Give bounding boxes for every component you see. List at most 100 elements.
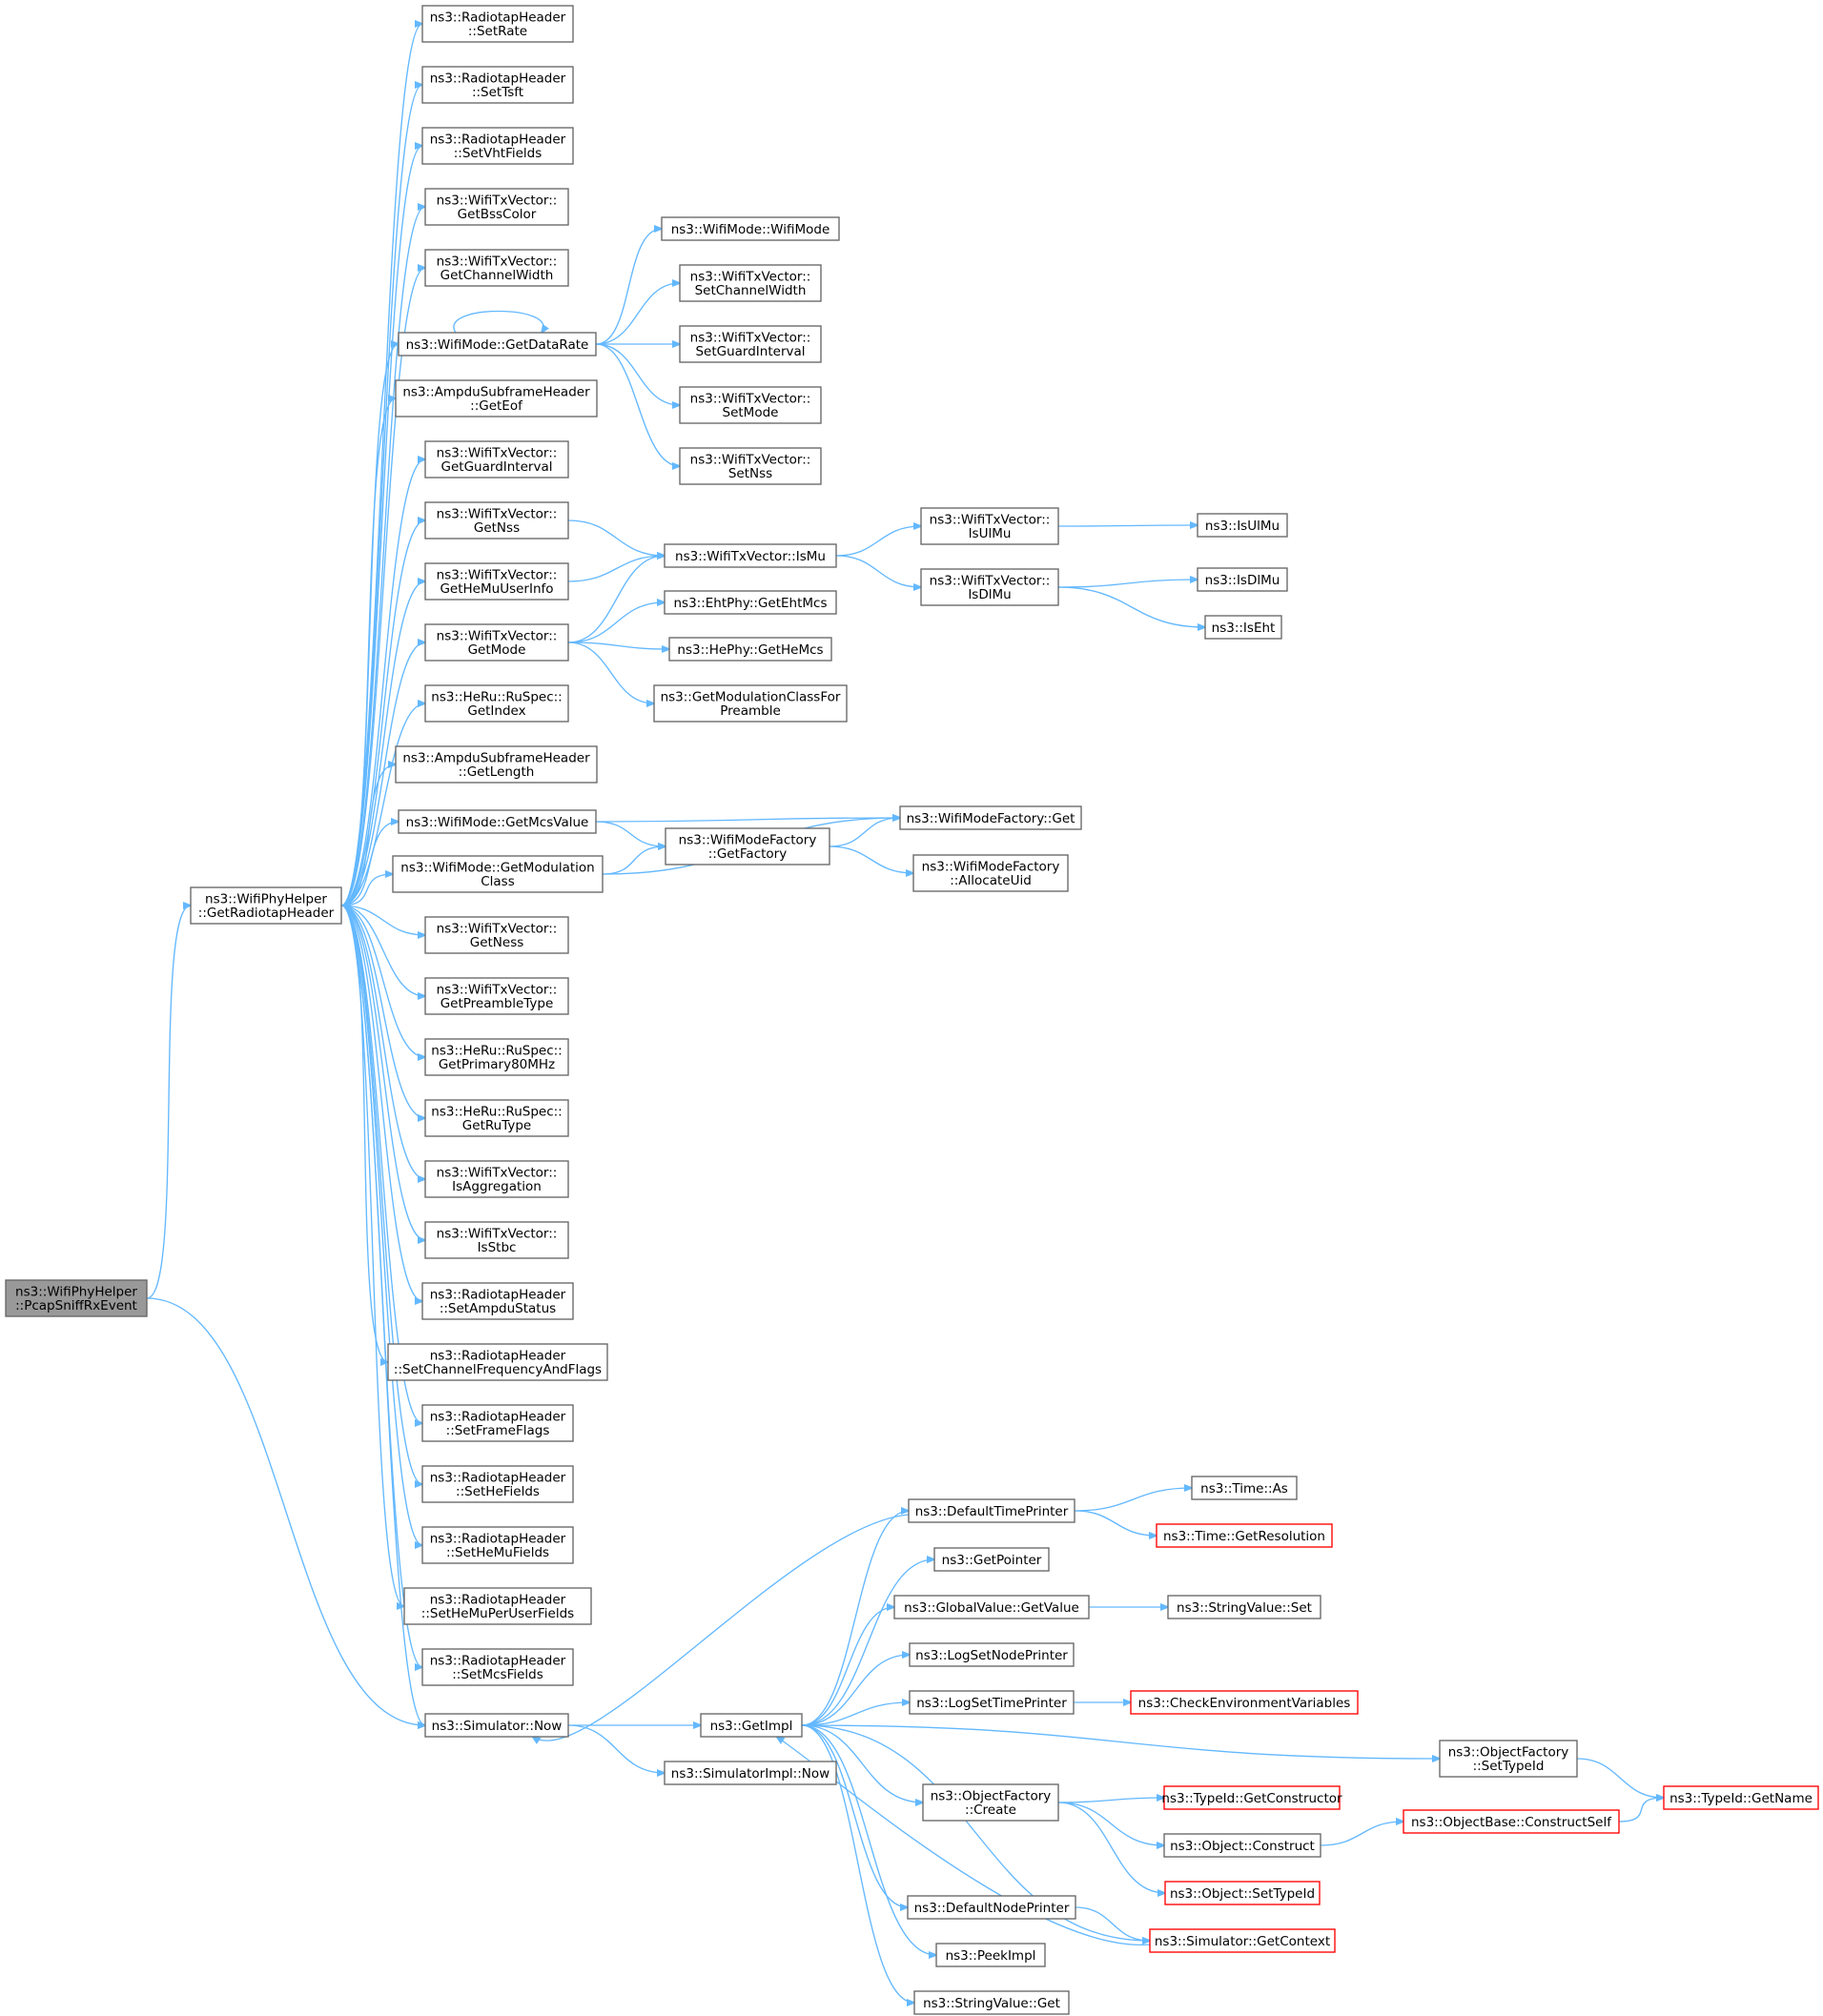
node-wmfget[interactable]: ns3::WifiModeFactory::Get xyxy=(899,805,1082,830)
node-ofsettid[interactable]: ns3::ObjectFactory::SetTypeId xyxy=(1439,1740,1578,1778)
node-settsft[interactable]: ns3::RadiotapHeader::SetTsft xyxy=(421,66,574,104)
node-lstp[interactable]: ns3::LogSetTimePrinter xyxy=(909,1690,1075,1715)
node-isdlmu[interactable]: ns3::IsDlMu xyxy=(1197,567,1288,592)
node-p80[interactable]: ns3::HeRu::RuSpec::GetPrimary80MHz xyxy=(424,1038,569,1076)
node-mcsf[interactable]: ns3::RadiotapHeader::SetMcsFields xyxy=(421,1648,574,1686)
node-ehtmcs[interactable]: ns3::EhtPhy::GetEhtMcs xyxy=(664,590,837,615)
node-hemupu[interactable]: ns3::RadiotapHeader::SetHeMuPerUserField… xyxy=(403,1587,592,1625)
node-setvht[interactable]: ns3::RadiotapHeader::SetVhtFields xyxy=(421,127,574,165)
node-rut[interactable]: ns3::HeRu::RuSpec::GetRuType xyxy=(424,1099,569,1137)
node-gidx[interactable]: ns3::HeRu::RuSpec::GetIndex xyxy=(424,684,569,723)
node-chw[interactable]: ns3::WifiTxVector::GetChannelWidth xyxy=(424,249,569,287)
node-svset[interactable]: ns3::StringValue::Set xyxy=(1167,1595,1321,1619)
node-iseht[interactable]: ns3::IsEht xyxy=(1204,615,1282,640)
node-gmode[interactable]: ns3::WifiTxVector::GetMode xyxy=(424,623,569,662)
node-box xyxy=(421,1404,574,1442)
node-chfreq[interactable]: ns3::RadiotapHeader::SetChannelFrequency… xyxy=(387,1343,608,1381)
node-lsnp[interactable]: ns3::LogSetNodePrinter xyxy=(909,1642,1075,1667)
edge-getimpl-to-getptr xyxy=(801,1559,934,1726)
edge-ofcreate-to-objcon xyxy=(1057,1802,1164,1845)
node-cev[interactable]: ns3::CheckEnvironmentVariables xyxy=(1130,1690,1359,1715)
node-label: ns3::AmpduSubframeHeader xyxy=(402,751,590,766)
node-objcon[interactable]: ns3::Object::Construct xyxy=(1163,1833,1321,1858)
node-dtp[interactable]: ns3::DefaultTimePrinter xyxy=(908,1498,1075,1523)
node-setrate[interactable]: ns3::RadiotapHeader::SetRate xyxy=(421,5,574,43)
node-sgi[interactable]: ns3::WifiTxVector::SetGuardInterval xyxy=(679,325,822,363)
node-dnp[interactable]: ns3::DefaultNodePrinter xyxy=(907,1895,1076,1920)
node-simimplnow[interactable]: ns3::SimulatorImpl::Now xyxy=(664,1761,837,1785)
node-label: GetPrimary80MHz xyxy=(439,1057,555,1072)
node-objstid[interactable]: ns3::Object::SetTypeId xyxy=(1164,1881,1321,1905)
node-box xyxy=(398,332,597,356)
node-box xyxy=(664,543,837,568)
node-eof[interactable]: ns3::AmpduSubframeHeader::GetEof xyxy=(395,379,598,417)
node-getptr[interactable]: ns3::GetPointer xyxy=(933,1547,1050,1572)
node-ismu[interactable]: ns3::WifiTxVector::IsMu xyxy=(664,543,837,568)
node-schw[interactable]: ns3::WifiTxVector::SetChannelWidth xyxy=(679,264,822,302)
node-gdr[interactable]: ns3::WifiMode::GetDataRate xyxy=(398,332,597,356)
edge-isulmu-v-to-isulmu xyxy=(1057,525,1198,526)
edge-gdr-to-schw xyxy=(595,283,680,345)
node-tidgc[interactable]: ns3::TypeId::GetConstructor xyxy=(1161,1785,1342,1810)
node-box xyxy=(403,1587,592,1625)
node-hemcs[interactable]: ns3::HePhy::GetHeMcs xyxy=(668,637,832,662)
node-timeas[interactable]: ns3::Time::As xyxy=(1191,1476,1298,1500)
edge-grh-to-rut xyxy=(340,905,425,1118)
node-mcsv[interactable]: ns3::WifiMode::GetMcsValue xyxy=(398,809,597,834)
node-alloc[interactable]: ns3::WifiModeFactory::AllocateUid xyxy=(912,854,1069,892)
node-snss[interactable]: ns3::WifiTxVector::SetNss xyxy=(679,447,822,485)
node-ofcreate[interactable]: ns3::ObjectFactory::Create xyxy=(922,1783,1059,1822)
node-isulmu[interactable]: ns3::IsUlMu xyxy=(1197,513,1288,538)
node-gnss[interactable]: ns3::WifiTxVector::GetNss xyxy=(424,501,569,540)
node-svget[interactable]: ns3::StringValue::Get xyxy=(913,1990,1070,2015)
edge-grh-to-simnow xyxy=(340,905,425,1725)
node-box xyxy=(1439,1740,1578,1778)
node-box xyxy=(190,886,342,925)
node-timeres[interactable]: ns3::Time::GetResolution xyxy=(1156,1523,1333,1548)
node-agg[interactable]: ns3::WifiTxVector::IsAggregation xyxy=(424,1160,569,1198)
node-simgc[interactable]: ns3::Simulator::GetContext xyxy=(1149,1928,1336,1953)
edge-getimpl-to-peek xyxy=(801,1724,936,1955)
node-hef[interactable]: ns3::RadiotapHeader::SetHeFields xyxy=(421,1465,574,1503)
node-hemuf[interactable]: ns3::RadiotapHeader::SetHeMuFields xyxy=(421,1526,574,1564)
node-getimpl[interactable]: ns3::GetImpl xyxy=(700,1713,803,1738)
node-isdlmu-v[interactable]: ns3::WifiTxVector::IsDlMu xyxy=(920,568,1059,606)
node-peek[interactable]: ns3::PeekImpl xyxy=(935,1943,1046,1967)
node-pre[interactable]: ns3::WifiTxVector::GetPreambleType xyxy=(424,977,569,1015)
node-ness[interactable]: ns3::WifiTxVector::GetNess xyxy=(424,916,569,954)
node-box xyxy=(424,249,569,287)
node-box xyxy=(1130,1690,1359,1715)
node-pcap[interactable]: ns3::WifiPhyHelper::PcapSniffRxEvent xyxy=(5,1279,148,1317)
node-glen[interactable]: ns3::AmpduSubframeHeader::GetLength xyxy=(395,745,598,784)
node-label: ::SetMcsFields xyxy=(452,1667,543,1682)
node-obcs[interactable]: ns3::ObjectBase::ConstructSelf xyxy=(1403,1809,1620,1834)
node-stbc[interactable]: ns3::WifiTxVector::IsStbc xyxy=(424,1221,569,1259)
node-tidgn[interactable]: ns3::TypeId::GetName xyxy=(1663,1785,1819,1810)
node-gvgv[interactable]: ns3::GlobalValue::GetValue xyxy=(893,1595,1090,1619)
node-isulmu-v[interactable]: ns3::WifiTxVector::IsUlMu xyxy=(920,507,1059,545)
node-box xyxy=(664,590,837,615)
node-bss[interactable]: ns3::WifiTxVector::GetBssColor xyxy=(424,188,569,226)
node-getfac[interactable]: ns3::WifiModeFactory::GetFactory xyxy=(665,827,830,865)
node-ampst[interactable]: ns3::RadiotapHeader::SetAmpduStatus xyxy=(421,1282,574,1320)
node-label: ::SetChannelFrequencyAndFlags xyxy=(394,1362,602,1377)
node-simnow[interactable]: ns3::Simulator::Now xyxy=(424,1713,569,1738)
edge-ismu-to-isdlmu-v xyxy=(835,555,921,587)
node-gmc[interactable]: ns3::WifiMode::GetModulationClass xyxy=(392,855,604,893)
node-frame[interactable]: ns3::RadiotapHeader::SetFrameFlags xyxy=(421,1404,574,1442)
node-hemu[interactable]: ns3::WifiTxVector::GetHeMuUserInfo xyxy=(424,562,569,601)
node-label: ns3::WifiTxVector:: xyxy=(930,574,1051,589)
node-grh[interactable]: ns3::WifiPhyHelper::GetRadiotapHeader xyxy=(190,886,342,925)
node-label: ns3::GlobalValue::GetValue xyxy=(904,1600,1079,1616)
node-label: ns3::WifiMode::GetDataRate xyxy=(406,337,589,353)
node-label: ::SetVhtFields xyxy=(454,146,543,161)
edge-dtp-to-timeres xyxy=(1074,1510,1157,1536)
node-box xyxy=(424,1160,569,1198)
node-smode[interactable]: ns3::WifiTxVector::SetMode xyxy=(679,386,822,424)
node-wmwm[interactable]: ns3::WifiMode::WifiMode xyxy=(661,216,840,241)
edge-getimpl-to-gvgv xyxy=(801,1607,894,1726)
node-ggi[interactable]: ns3::WifiTxVector::GetGuardInterval xyxy=(424,440,569,479)
node-label: SetChannelWidth xyxy=(695,283,807,298)
node-label: GetPreambleType xyxy=(440,996,554,1011)
